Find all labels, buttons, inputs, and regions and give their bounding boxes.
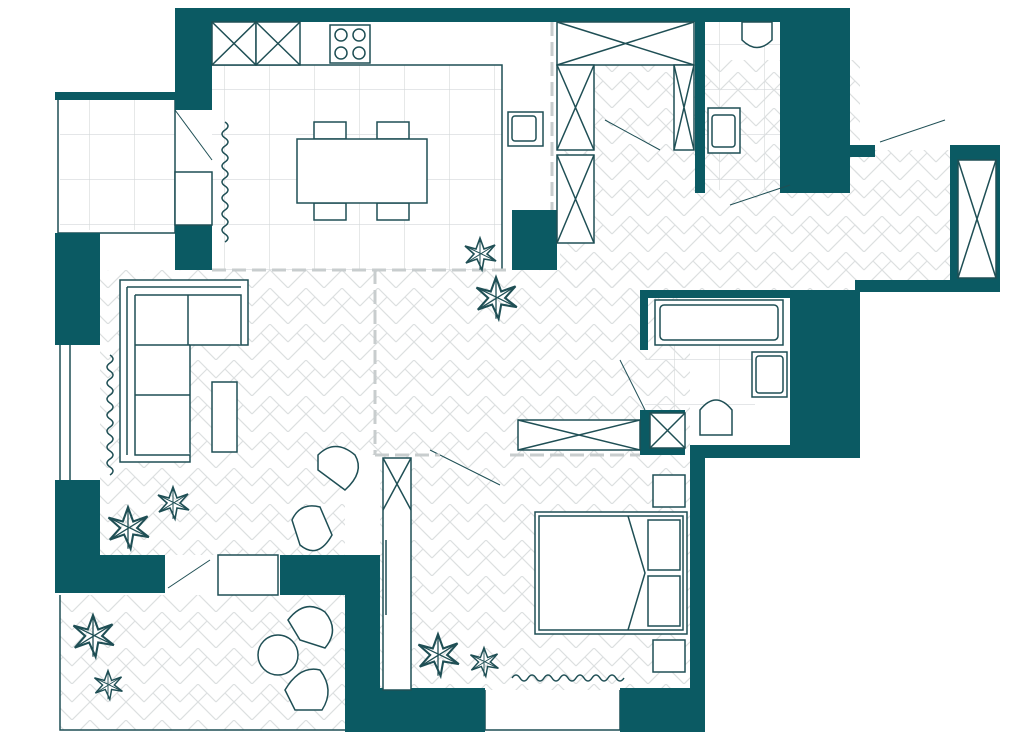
floors: [60, 20, 955, 730]
nightstand: [652, 639, 686, 673]
loggia-floor: [60, 100, 175, 230]
radiator-icon: [511, 674, 625, 682]
wardrobe-icon: [382, 457, 412, 691]
balcony-door-cabinet: [217, 554, 279, 596]
balcony-table: [257, 634, 299, 676]
chair-icon: [287, 605, 334, 649]
sink-icon: [507, 111, 544, 147]
chair-icon: [376, 202, 410, 221]
sofa-icon: [119, 279, 249, 463]
chair-icon: [317, 445, 360, 491]
table-icon: [296, 138, 428, 204]
chair-icon: [291, 505, 333, 552]
toilet-icon: [699, 399, 733, 436]
sink-icon: [751, 351, 788, 398]
dining-table: [296, 121, 428, 221]
wardrobe-icon: [556, 21, 695, 244]
bed-icon: [534, 511, 688, 635]
nightstand: [652, 474, 686, 508]
zone-boundaries: [212, 22, 640, 457]
corridor-floor: [855, 150, 955, 280]
radiator-icon: [106, 354, 114, 476]
loggia-shelf: [174, 171, 213, 226]
stove-icon: [329, 24, 371, 64]
bathtub-icon: [654, 299, 784, 346]
radiator-icon: [221, 121, 229, 243]
chair-icon: [313, 121, 347, 140]
chair-icon: [313, 202, 347, 221]
walls: [55, 8, 1000, 732]
toilet-icon: [741, 21, 773, 49]
chair-icon: [284, 668, 329, 711]
kitchen-cabinets: [211, 21, 301, 66]
chair-icon: [376, 121, 410, 140]
sink-icon: [707, 107, 741, 154]
